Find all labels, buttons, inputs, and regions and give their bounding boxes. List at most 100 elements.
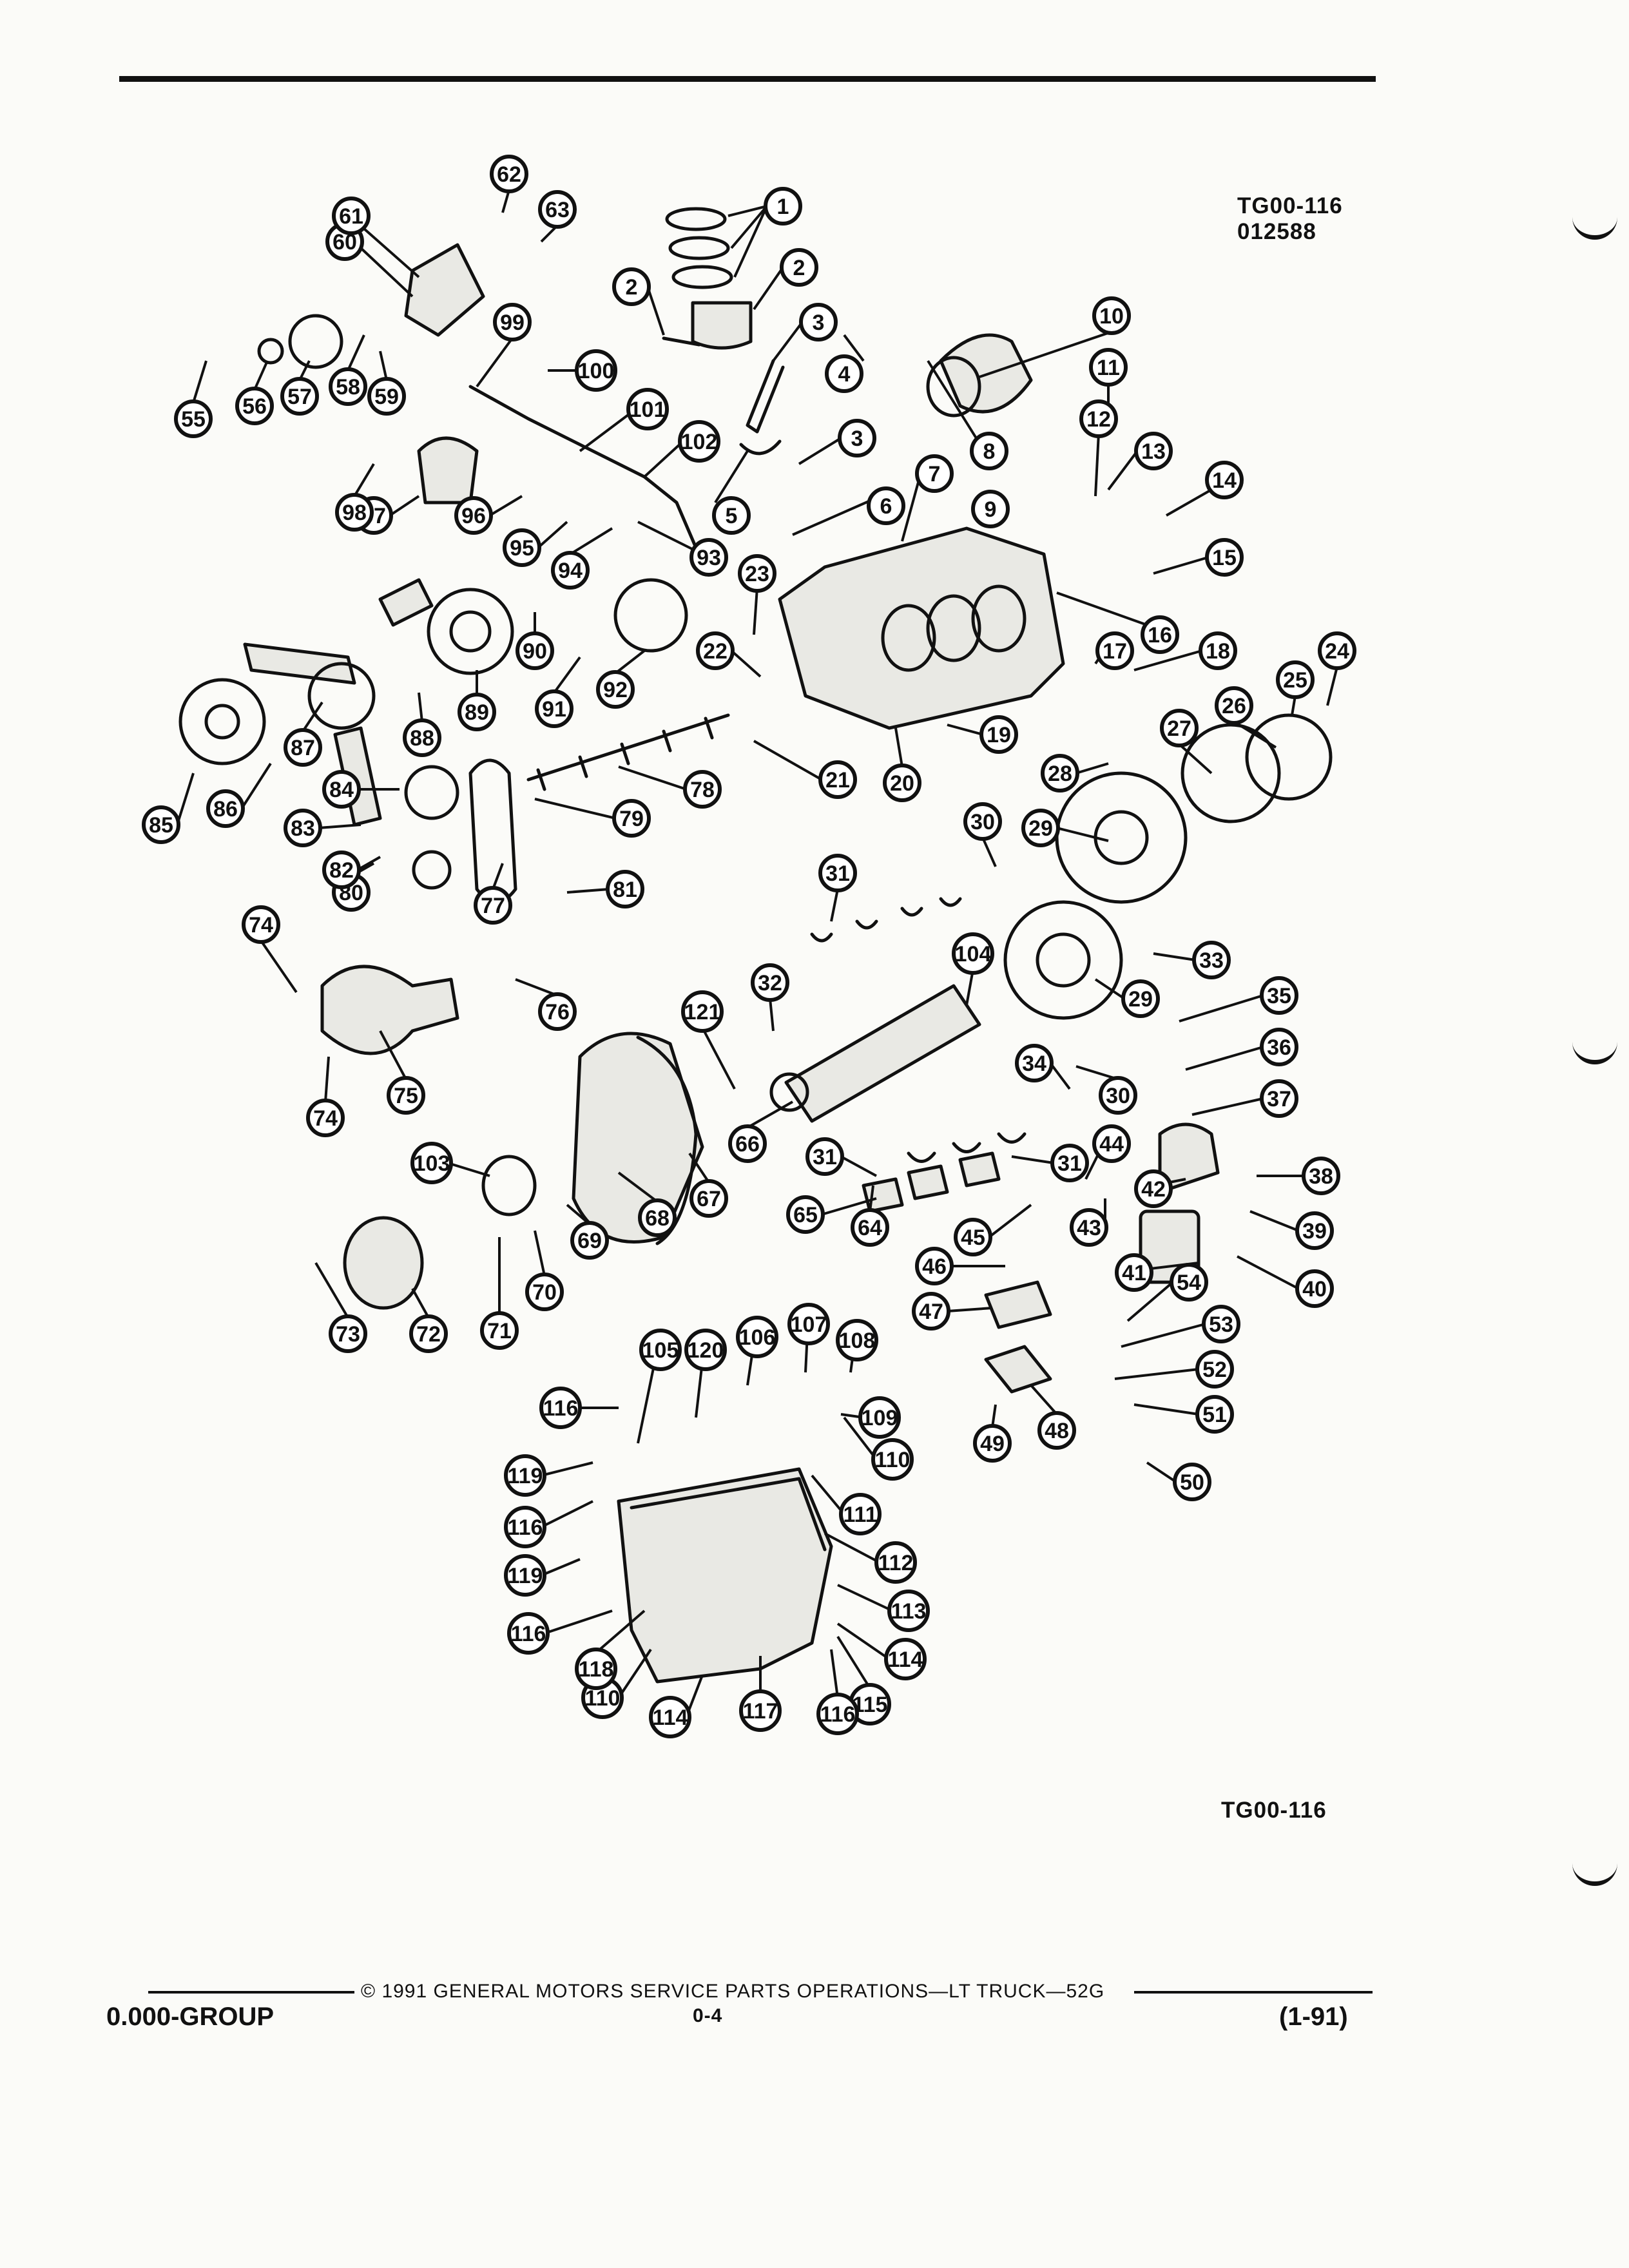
callout-circle: [973, 1424, 1012, 1463]
engine-block: [778, 526, 1065, 730]
callout-13: 13: [1134, 432, 1173, 470]
piston-ring: [665, 207, 727, 231]
callout-37: 37: [1260, 1079, 1298, 1118]
callout-78: 78: [683, 770, 722, 809]
cam-sprocket: [404, 765, 459, 820]
callout-circle: [612, 267, 651, 306]
flywheel-hub: [1094, 810, 1149, 865]
callout-circle: [1021, 809, 1060, 847]
callout-label: 28: [1048, 762, 1072, 786]
leader-line: [447, 1162, 490, 1177]
callout-circle: [174, 399, 213, 438]
callout-circle: [639, 1329, 682, 1371]
callout-79: 79: [612, 799, 651, 838]
callout-label: 43: [1077, 1216, 1101, 1240]
callout-1: 1: [764, 187, 802, 226]
leader-line: [753, 266, 784, 311]
callout-circle: [684, 1329, 727, 1371]
callout-label: 16: [1148, 623, 1172, 648]
callout-label: 51: [1202, 1403, 1227, 1427]
footer-revision: (1-91): [1279, 2003, 1348, 2031]
callout-circle: [1276, 660, 1315, 699]
callout-circle: [1205, 538, 1244, 577]
leader-line: [357, 856, 381, 871]
callout-67: 67: [689, 1179, 728, 1218]
callout-label: 79: [619, 807, 644, 831]
callout-label: 116: [820, 1702, 856, 1727]
fan-hub: [307, 662, 376, 730]
callout-circle: [1121, 979, 1160, 1018]
callout-23: 23: [738, 554, 776, 593]
callout-circle: [235, 387, 274, 425]
callout-circle: [1095, 631, 1134, 670]
callout-label: 5: [726, 504, 738, 528]
leader-line: [314, 1262, 349, 1319]
callout-circle: [284, 809, 322, 847]
top-rule: [119, 76, 1376, 82]
callout-95: 95: [503, 528, 541, 567]
leader-line: [515, 978, 558, 997]
pressure-plate: [1245, 713, 1333, 801]
callout-62: 62: [490, 155, 528, 193]
callout-label: 111: [843, 1503, 878, 1527]
leader-line: [544, 1610, 613, 1635]
callout-circle: [493, 303, 532, 341]
callout-40: 40: [1295, 1269, 1334, 1308]
callout-label: 77: [481, 894, 505, 918]
callout-label: 98: [342, 501, 367, 525]
callout-circle: [678, 420, 720, 463]
leader-line: [753, 740, 822, 781]
callout-70: 70: [525, 1273, 564, 1311]
callout-circle: [963, 802, 1002, 841]
figure-id: TG00-116: [1237, 193, 1343, 218]
callout-label: 4: [838, 362, 851, 387]
leader-line: [927, 360, 978, 439]
callout-41: 41: [1115, 1253, 1153, 1292]
callout-circle: [1115, 1253, 1153, 1292]
leader-line: [1094, 978, 1126, 1000]
callout-label: 76: [545, 1000, 570, 1024]
callout-111: 111: [839, 1493, 882, 1535]
callout-circle: [816, 1693, 859, 1735]
callout-circle: [751, 963, 789, 1002]
leader-line: [541, 1500, 593, 1528]
callout-label: 94: [558, 559, 583, 583]
callout-label: 112: [878, 1551, 914, 1575]
fuel-pump: [417, 436, 479, 505]
idler-spacer: [257, 338, 284, 365]
callout-label: 13: [1141, 439, 1166, 464]
engine-part-drawings: [178, 207, 1333, 1684]
callout-77: 77: [474, 886, 512, 925]
callout-circle: [915, 454, 954, 493]
callout-label: 29: [1028, 816, 1053, 841]
leader-line: [389, 495, 420, 517]
leader-line: [991, 1404, 997, 1428]
callout-69: 69: [570, 1221, 609, 1260]
callout-label: 27: [1167, 716, 1191, 741]
leader-line: [1133, 649, 1202, 671]
callout-circle: [884, 1638, 927, 1680]
oil-pan: [617, 1467, 833, 1684]
callout-circle: [626, 388, 669, 430]
leader-line: [1030, 1384, 1058, 1416]
callout-118: 118: [575, 1648, 617, 1690]
callout-34: 34: [1015, 1044, 1054, 1082]
callout-circle: [242, 905, 280, 944]
leader-line: [811, 1474, 845, 1515]
callout-29: 29: [1021, 809, 1060, 847]
leader-line: [988, 1204, 1032, 1238]
callout-label: 49: [980, 1432, 1005, 1456]
leader-line: [643, 440, 684, 478]
callout-label: 74: [313, 1106, 338, 1131]
leader-line: [176, 773, 195, 825]
callout-108: 108: [836, 1319, 878, 1361]
leader-line: [302, 701, 323, 733]
callout-label: 40: [1302, 1277, 1327, 1302]
callout-circle: [329, 367, 367, 406]
callout-label: 30: [970, 810, 995, 834]
callout-label: 116: [511, 1622, 546, 1646]
cylinder-bore: [971, 584, 1027, 653]
callout-label: 71: [487, 1319, 512, 1343]
callout-circle: [1195, 1395, 1234, 1434]
camshaft: [526, 713, 730, 782]
